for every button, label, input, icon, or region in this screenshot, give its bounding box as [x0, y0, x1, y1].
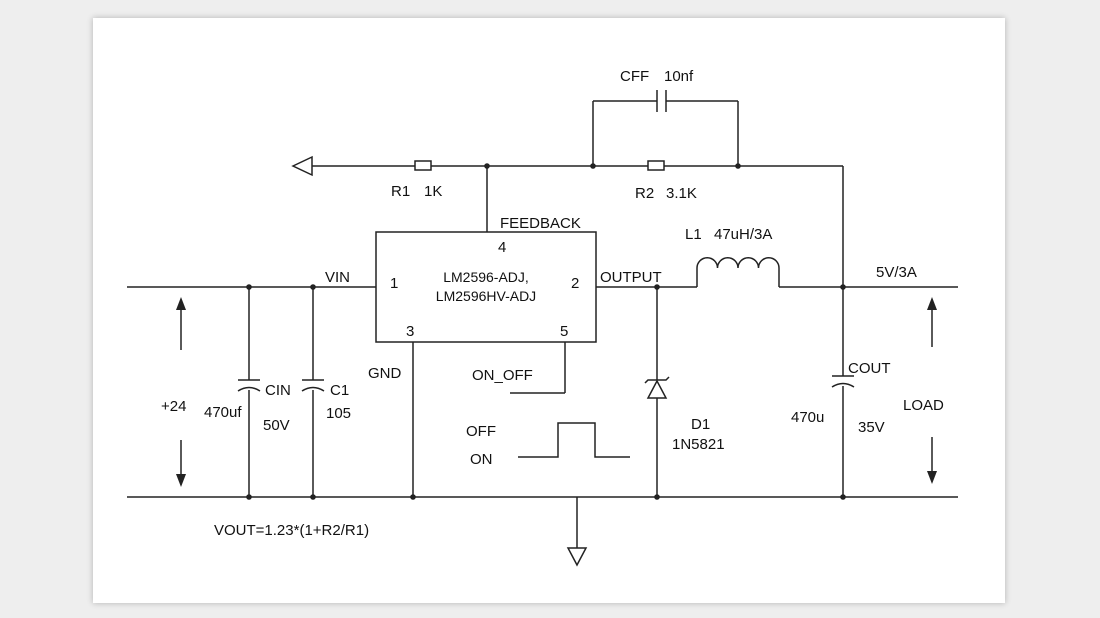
schematic-diagram: CFF 10nf R1 1K R2 3.1K FEEDBACK 4 1 2 3 …	[127, 68, 958, 567]
on-off-label: ON_OFF	[472, 367, 533, 384]
cff-label: CFF	[620, 68, 649, 85]
pin5-label: 5	[560, 323, 568, 340]
cin-value: 470uf	[204, 404, 242, 421]
formula-label: VOUT=1.23*(1+R2/R1)	[214, 522, 369, 539]
d1-part: 1N5821	[672, 436, 725, 453]
pin1-label: 1	[390, 275, 398, 292]
vout-rating-label: 5V/3A	[876, 264, 917, 281]
cout-label: COUT	[848, 360, 891, 377]
cin-capacitor	[237, 379, 261, 392]
on-label: ON	[470, 451, 493, 468]
ic-name-line2: LM2596HV-ADJ	[436, 288, 536, 304]
wires	[127, 100, 958, 548]
off-label: OFF	[466, 423, 496, 440]
on-off-waveform	[518, 422, 630, 458]
ic-lm2596	[375, 231, 597, 343]
gnd-label: GND	[368, 365, 402, 382]
vin-label: VIN	[325, 269, 350, 286]
pin3-label: 3	[406, 323, 414, 340]
ground-icon	[566, 547, 588, 567]
l1-inductor	[696, 257, 780, 287]
r2-value: 3.1K	[666, 185, 697, 202]
r2-label: R2	[635, 185, 654, 202]
pin2-label: 2	[571, 275, 579, 292]
d1-diode	[644, 376, 670, 399]
pin4-label: 4	[498, 239, 506, 256]
cin-voltage: 50V	[263, 417, 290, 434]
cff-capacitor	[656, 90, 667, 112]
r1-label: R1	[391, 183, 410, 200]
r1-value: 1K	[424, 183, 442, 200]
cout-value: 470u	[791, 409, 824, 426]
c1-value: 105	[326, 405, 351, 422]
l1-value: 47uH/3A	[714, 226, 772, 243]
input-voltage-arrows	[176, 297, 186, 487]
load-label: LOAD	[903, 397, 944, 414]
junction-dots	[246, 163, 846, 500]
schematic-sheet: CFF 10nf R1 1K R2 3.1K FEEDBACK 4 1 2 3 …	[93, 18, 1005, 603]
cin-label: CIN	[265, 382, 291, 399]
feedback-label: FEEDBACK	[500, 215, 581, 232]
l1-label: L1	[685, 226, 702, 243]
cout-voltage: 35V	[858, 419, 885, 436]
d1-label: D1	[691, 416, 710, 433]
load-arrows	[927, 297, 937, 484]
cff-value: 10nf	[664, 68, 694, 85]
r1-resistor	[414, 160, 432, 171]
r2-resistor	[647, 160, 665, 171]
output-label: OUTPUT	[600, 269, 662, 286]
c1-capacitor	[301, 379, 325, 392]
ic-name-line1: LM2596-ADJ,	[443, 269, 529, 285]
cout-capacitor	[831, 375, 855, 388]
input-voltage-label: +24	[161, 398, 186, 415]
output-arrow-icon	[291, 155, 313, 177]
c1-label: C1	[330, 382, 349, 399]
